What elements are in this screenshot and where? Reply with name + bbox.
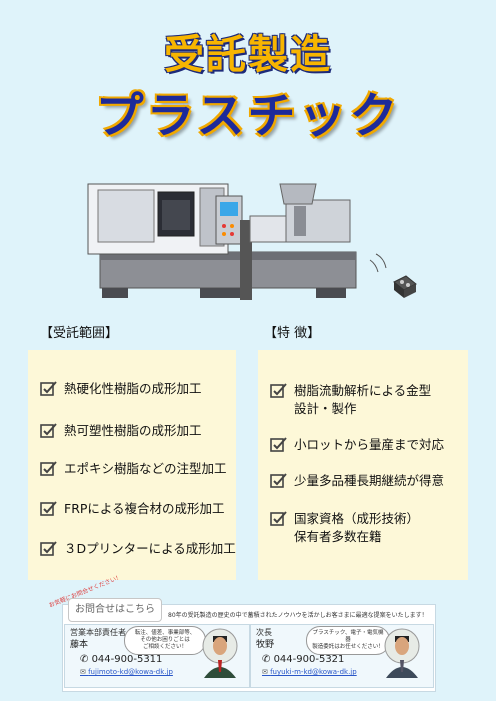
feature-item-label-line2: 設計・製作 xyxy=(294,401,357,416)
contact-message: 80年の受託製造の歴史の中で蓄積されたノウハウを活かしお客さまに最適な提案をいた… xyxy=(168,612,428,619)
person-role: 次長 xyxy=(256,628,272,637)
mail-icon: ✉ xyxy=(262,668,271,676)
scope-item-label: 熱可塑性樹脂の成形加工 xyxy=(64,423,202,438)
person-photo xyxy=(384,628,420,678)
mail-icon: ✉ xyxy=(80,668,89,676)
phone-icon: ✆ xyxy=(80,654,92,665)
person-name: 藤本 xyxy=(70,640,89,650)
checkbox-icon xyxy=(40,541,57,556)
checkbox-icon xyxy=(270,383,287,398)
speech-bubble: 転注、値差、事業部等、 その他お困りごとは ご相談ください！ xyxy=(124,626,206,655)
checkbox-icon xyxy=(40,381,57,396)
features-heading: 【特 徴】 xyxy=(264,326,321,341)
checkbox-icon xyxy=(270,437,287,452)
list-item: 小ロットから量産まで対応 xyxy=(270,436,444,454)
page-title: 受託製造 xyxy=(164,32,332,78)
email-link[interactable]: ✉ fujimoto-kd@kowa-dk.jp xyxy=(80,668,173,676)
feature-item-label: 国家資格（成形技術） xyxy=(294,511,420,526)
feature-item-label: 樹脂流動解析による金型 xyxy=(294,383,432,398)
list-item: 熱可塑性樹脂の成形加工 xyxy=(40,422,202,440)
scope-item-label: 熱硬化性樹脂の成形加工 xyxy=(64,381,202,396)
feature-item-label: 少量多品種長期継続が得意 xyxy=(294,473,445,488)
person-role: 営業本部責任者 xyxy=(70,628,126,637)
scope-panel: 熱硬化性樹脂の成形加工 熱可塑性樹脂の成形加工 エポキシ樹脂などの注型加工 FR… xyxy=(28,350,236,580)
list-item: FRPによる複合材の成形加工 xyxy=(40,500,225,518)
contact-badge: お問合せはこちら xyxy=(68,598,162,622)
list-item: 国家資格（成形技術） 保有者多数在籍 xyxy=(270,510,419,546)
speech-bubble: プラスチック、電子・電気機器 製造委託はお任せください！ xyxy=(306,626,390,655)
checkbox-icon xyxy=(40,461,57,476)
page-subtitle: プラスチック xyxy=(95,88,401,144)
checkbox-icon xyxy=(40,501,57,516)
email-link[interactable]: ✉ fuyuki-m-kd@kowa-dk.jp xyxy=(262,668,357,676)
injection-molding-machine-illustration xyxy=(87,183,417,300)
list-item: 樹脂流動解析による金型設計・製作 xyxy=(270,382,431,418)
features-panel: 樹脂流動解析による金型設計・製作 小ロットから量産まで対応 少量多品種長期継続が… xyxy=(258,350,468,580)
scope-item-label: エポキシ樹脂などの注型加工 xyxy=(64,461,227,476)
person-photo xyxy=(202,628,238,678)
scope-item-label: ３Dプリンターによる成形加工 xyxy=(64,541,236,556)
checkbox-icon xyxy=(40,423,57,438)
checkbox-icon xyxy=(270,473,287,488)
list-item: 熱硬化性樹脂の成形加工 xyxy=(40,380,202,398)
checkbox-icon xyxy=(270,511,287,526)
phone-number: ✆ 044-900-5321 xyxy=(262,654,345,665)
list-item: 少量多品種長期継続が得意 xyxy=(270,472,444,490)
person-name: 牧野 xyxy=(256,640,275,650)
scope-heading: 【受託範囲】 xyxy=(40,326,119,341)
scope-item-label: FRPによる複合材の成形加工 xyxy=(64,501,225,516)
phone-icon: ✆ xyxy=(262,654,274,665)
list-item: ３Dプリンターによる成形加工 xyxy=(40,540,236,558)
list-item: エポキシ樹脂などの注型加工 xyxy=(40,460,227,478)
phone-number: ✆ 044-900-5311 xyxy=(80,654,163,665)
feature-item-label-line2: 保有者多数在籍 xyxy=(294,529,382,544)
feature-item-label: 小ロットから量産まで対応 xyxy=(294,437,445,452)
